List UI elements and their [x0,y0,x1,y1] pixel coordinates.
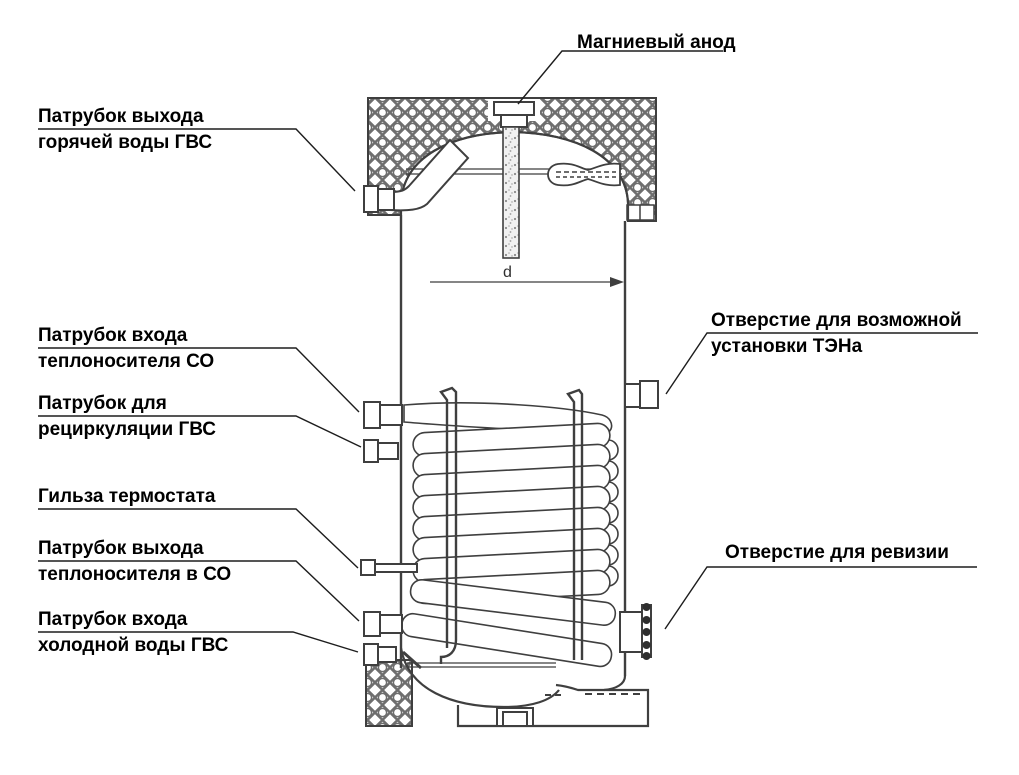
label-dhw-recirculation: Патрубок для рециркуляции ГВС [38,391,216,443]
fitting-dhw-recirculation [363,439,399,463]
label-text: Патрубок выхода [38,538,204,559]
leader-revision-opening [664,566,977,630]
label-text: горячей воды ГВС [38,132,213,153]
fitting-thermostat-sleeve [360,559,418,576]
leader-magnesium-anode [517,50,723,105]
label-text: Патрубок выхода [38,106,204,127]
label-revision-opening: Отверстие для ревизии [725,540,949,566]
leader-heater-opening [665,332,978,395]
label-text: установки ТЭНа [711,336,863,357]
drain-fitting [496,707,534,727]
revision-flange [619,603,652,660]
leader-heating-medium-outlet [38,560,360,622]
leader-dhw-recirculation [38,415,362,448]
right-fittings [619,380,659,660]
label-thermostat-sleeve: Гильза термостата [38,484,215,510]
leader-lines [38,50,978,653]
label-text: Патрубок входа [38,325,188,346]
dimension-line: d [430,264,624,287]
coil-bottom-turn [409,578,617,627]
label-text: Отверстие для возможной [711,310,962,331]
coil-front-turns [412,422,611,605]
support-rods [439,386,584,664]
leader-hot-water-outlet [38,128,356,192]
heating-coil [400,402,619,668]
label-heating-medium-outlet: Патрубок выхода теплоносителя в СО [38,536,231,588]
label-text: теплоносителя СО [38,351,215,372]
fitting-heater-opening [624,380,659,409]
label-hot-water-outlet: Патрубок выхода горячей воды ГВС [38,104,212,156]
anode-rod [502,126,520,259]
leader-thermostat-sleeve [38,508,359,569]
fitting-cold-water-inlet [363,643,397,666]
label-magnesium-anode: Магниевый анод [577,30,736,56]
left-fittings [360,401,418,666]
label-text: Магниевый анод [577,32,736,53]
label-text: теплоносителя в СО [38,564,232,585]
leader-heating-medium-inlet [38,347,360,413]
label-text: Отверстие для ревизии [725,542,949,563]
leader-cold-water-inlet [38,631,359,653]
support-rod-left [439,386,458,664]
hot-water-outlet-pipe [363,138,470,213]
fitting-heating-medium-outlet [363,611,403,637]
insulation-block-bottom [365,659,413,727]
label-heating-medium-inlet: Патрубок входа теплоносителя СО [38,323,214,375]
fitting-heating-medium-inlet [363,401,403,429]
inlet-diffuser [547,162,621,187]
label-text: Патрубок входа [38,609,188,630]
label-heater-opening: Отверстие для возможной установки ТЭНа [711,308,962,360]
dimension-label: d [503,264,512,281]
label-text: Патрубок для [38,393,167,414]
support-rod-right [566,388,584,660]
label-cold-water-inlet: Патрубок входа холодной воды ГВС [38,607,228,659]
magnesium-anode [493,101,535,259]
label-text: холодной воды ГВС [38,635,229,656]
label-text: Гильза термостата [38,486,216,507]
label-text: рециркуляции ГВС [38,419,216,440]
